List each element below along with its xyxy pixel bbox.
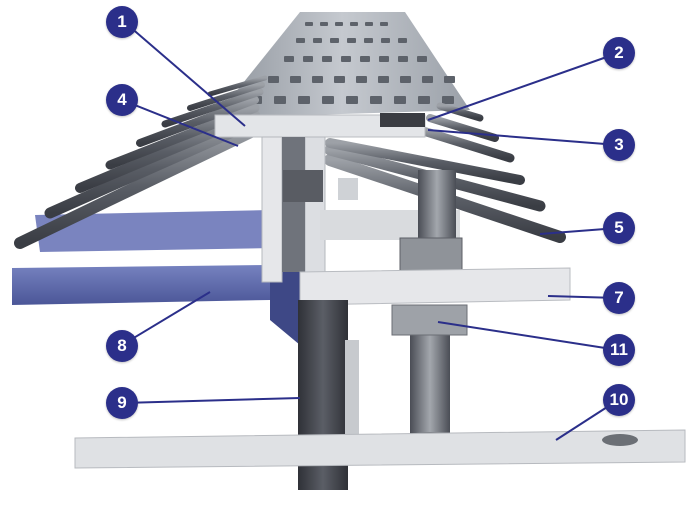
perforated-cover-plate bbox=[215, 12, 470, 118]
callout-7: 7 bbox=[603, 282, 635, 314]
callout-1: 1 bbox=[106, 6, 138, 38]
callout-2: 2 bbox=[603, 37, 635, 69]
callout-3: 3 bbox=[603, 129, 635, 161]
callout-9: 9 bbox=[106, 387, 138, 419]
callout-10: 10 bbox=[603, 384, 635, 416]
callout-4: 4 bbox=[106, 84, 138, 116]
callout-8: 8 bbox=[106, 330, 138, 362]
main-bolt bbox=[391, 170, 468, 448]
profile-nut bbox=[283, 170, 358, 202]
leader-lines bbox=[121, 19, 619, 441]
callout-11: 11 bbox=[603, 334, 635, 366]
support-plate bbox=[299, 267, 571, 306]
callout-5: 5 bbox=[603, 212, 635, 244]
base-bar bbox=[74, 429, 686, 469]
